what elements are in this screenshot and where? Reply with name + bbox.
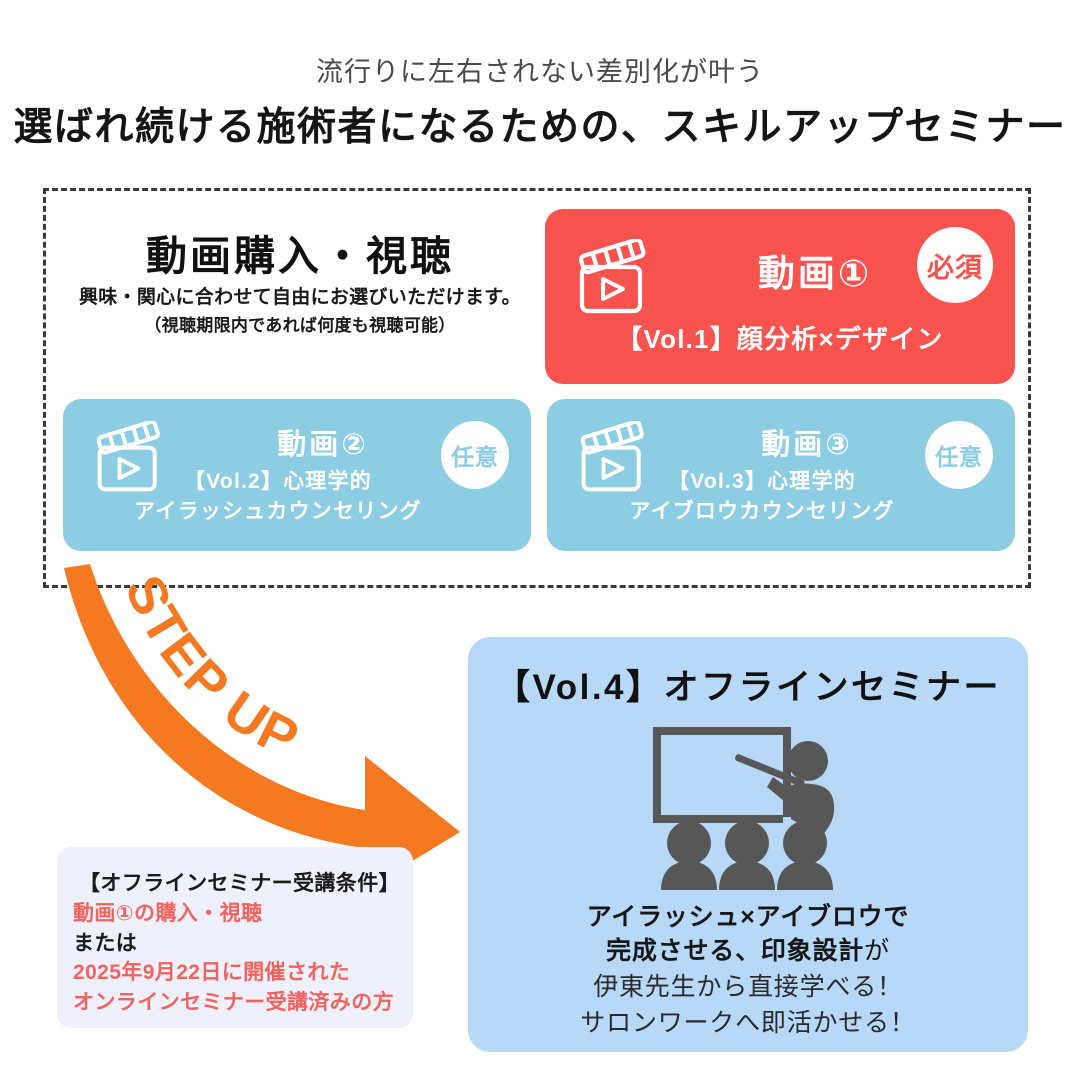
presenter-whiteboard-icon xyxy=(623,715,873,895)
conditions-heading: 【オフラインセミナー受講条件】 xyxy=(79,872,400,895)
arrow-shape xyxy=(64,564,460,890)
video-card-2-description: 【Vol.2】心理学的 アイラッシュカウンセリング xyxy=(113,467,443,527)
video-section-title: 動画購入・視聴 xyxy=(146,233,454,279)
video-card-2-title: 動画② xyxy=(277,429,369,461)
video-section-container xyxy=(43,188,1031,588)
video-card-1-description: 【Vol.1】顔分析×デザイン xyxy=(616,324,944,354)
video-card-3[interactable]: 動画③ 【Vol.3】心理学的 アイブロウカウンセリング 任意 xyxy=(547,399,1015,551)
benefit-line-2: 完成させる、印象設計が xyxy=(468,931,1028,967)
conditions-box: 【オフラインセミナー受講条件】 動画①の購入・視聴 または 2025年9月22日… xyxy=(57,847,413,1028)
video-card-1-title: 動画① xyxy=(757,253,873,294)
video-card-2[interactable]: 動画② 【Vol.2】心理学的 アイラッシュカウンセリング 任意 xyxy=(63,399,531,551)
badge-required: 必須 xyxy=(917,227,993,303)
conditions-alt-line-1: 2025年9月22日に開催された xyxy=(73,961,351,985)
video-section-subtitle-1: 興味・関心に合わせて自由にお選びいただけます。 xyxy=(78,287,521,308)
conditions-alt-line-2: オンラインセミナー受講済みの方 xyxy=(73,991,394,1015)
video-card-3-description: 【Vol.3】心理学的 アイブロウカウンセリング xyxy=(597,467,927,527)
conditions-required-line: 動画①の購入・視聴 xyxy=(73,901,263,925)
video-card-2-description-line-1: 【Vol.2】心理学的 xyxy=(184,470,372,493)
video-card-2-description-line-2: アイラッシュカウンセリング xyxy=(134,499,422,523)
eyebrow-text: 流行りに左右されない差別化が叶う xyxy=(316,57,764,87)
clapperboard-icon xyxy=(89,419,171,502)
offline-seminar-title: 【Vol.4】オフラインセミナー xyxy=(494,668,1002,707)
video-card-1[interactable]: 動画① 【Vol.1】顔分析×デザイン 必須 xyxy=(545,209,1015,384)
clapperboard-icon xyxy=(571,237,657,324)
badge-optional: 任意 xyxy=(441,421,509,489)
benefit-line-1: アイラッシュ×アイブロウで xyxy=(586,903,910,931)
step-up-arrow: STEP UP xyxy=(60,560,500,890)
offline-seminar-panel[interactable]: 【Vol.4】オフラインセミナー xyxy=(468,637,1028,1052)
conditions-or-line: または xyxy=(73,931,138,955)
badge-optional: 任意 xyxy=(925,421,993,489)
benefit-line-4: サロンワークへ即活かせる！ xyxy=(580,1009,916,1037)
video-card-3-description-line-2: アイブロウカウンセリング xyxy=(629,499,895,523)
benefit-line-2-tail: が xyxy=(864,937,890,965)
benefit-line-2-bold: 完成させる、印象設計 xyxy=(606,937,865,965)
clapperboard-icon xyxy=(573,419,655,502)
video-card-3-title: 動画③ xyxy=(761,429,853,461)
step-up-label: STEP UP xyxy=(113,567,309,770)
page-title: 選ばれ続ける施術者になるための、スキルアップセミナー xyxy=(13,106,1067,149)
video-card-3-description-line-1: 【Vol.3】心理学的 xyxy=(668,470,856,493)
benefit-line-3: 伊東先生から直接学べる！ xyxy=(593,973,903,1001)
video-section-subtitle-2: （視聴期限内であれば何度も視聴可能） xyxy=(144,316,456,335)
